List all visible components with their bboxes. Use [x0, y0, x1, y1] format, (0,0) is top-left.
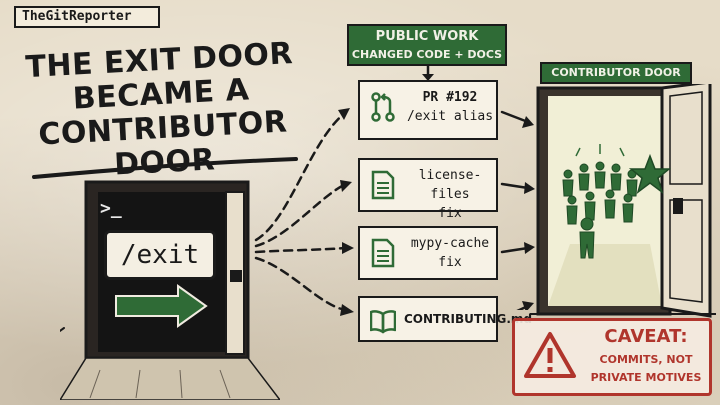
book-icon — [370, 310, 396, 334]
door-arrows — [500, 110, 535, 310]
card-text: PR #192 /exit alias — [404, 88, 496, 126]
caveat-text: COMMITS, NOT PRIVATE MOTIVES — [579, 351, 713, 387]
branch-arrows — [254, 108, 354, 316]
card-contributing-md: CONTRIBUTING.md — [358, 296, 533, 342]
card-text: license-files fix — [404, 166, 496, 223]
card-text: CONTRIBUTING.md — [404, 310, 533, 329]
headline-underline — [32, 157, 298, 179]
caveat-line-1: COMMITS, NOT — [599, 353, 693, 366]
exit-door-illustration — [60, 180, 280, 400]
card-line-1: PR #192 — [422, 90, 478, 105]
card-mypy-cache: mypy-cache fix — [358, 226, 498, 280]
caveat-line-2: PRIVATE MOTIVES — [590, 371, 702, 384]
public-work-banner: PUBLIC WORK CHANGED CODE + DOCS — [347, 24, 507, 66]
card-line-2: fix — [438, 255, 462, 270]
contributor-door-label: CONTRIBUTOR DOOR — [540, 62, 692, 84]
contributor-door-illustration — [530, 84, 716, 318]
exit-command: /exit — [104, 230, 216, 280]
public-work-title: PUBLIC WORK — [375, 29, 479, 44]
banner-arrow — [422, 66, 434, 81]
document-icon — [371, 238, 395, 268]
warning-icon — [524, 332, 576, 378]
document-icon — [371, 170, 395, 200]
caveat-title: CAVEAT: — [604, 326, 688, 347]
card-line-1: mypy-cache — [410, 236, 490, 251]
pull-request-icon — [371, 92, 395, 122]
brand-label: TheGitReporter — [14, 6, 160, 28]
card-line-1: license-files — [418, 168, 482, 202]
card-line-2: /exit alias — [406, 109, 494, 124]
card-license-files: license-files fix — [358, 158, 498, 221]
public-work-subtitle: CHANGED CODE + DOCS — [351, 48, 503, 61]
caveat-box: CAVEAT: COMMITS, NOT PRIVATE MOTIVES — [512, 318, 712, 396]
card-pr-192: PR #192 /exit alias — [358, 80, 498, 140]
card-line-1: CONTRIBUTING.md — [404, 312, 533, 326]
card-text: mypy-cache fix — [404, 234, 496, 272]
card-line-2: fix — [438, 206, 462, 221]
terminal-prompt: >_ — [100, 198, 122, 219]
